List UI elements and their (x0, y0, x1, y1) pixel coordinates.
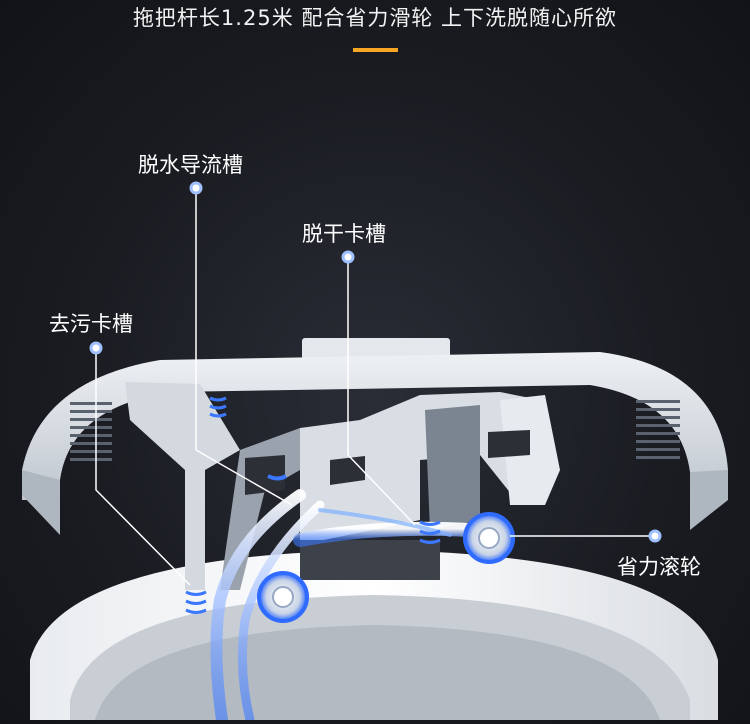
saving-wheel-icon (257, 512, 515, 623)
callout-lines (95, 188, 653, 586)
accent-divider (353, 48, 398, 52)
wringer-lid (22, 338, 728, 590)
flow-mark-icons (185, 396, 441, 614)
water-flow (210, 489, 477, 724)
callout-saving-wheel: 省力滚轮 (617, 555, 701, 579)
callout-clean-slot: 去污卡槽 (49, 312, 133, 336)
callout-dry-slot: 脱干卡槽 (302, 222, 386, 246)
callout-dewater-groove: 脱水导流槽 (138, 153, 243, 177)
callout-dots (89, 181, 662, 543)
headline-text: 拖把杆长1.25米 配合省力滑轮 上下洗脱随心所欲 (132, 6, 618, 30)
